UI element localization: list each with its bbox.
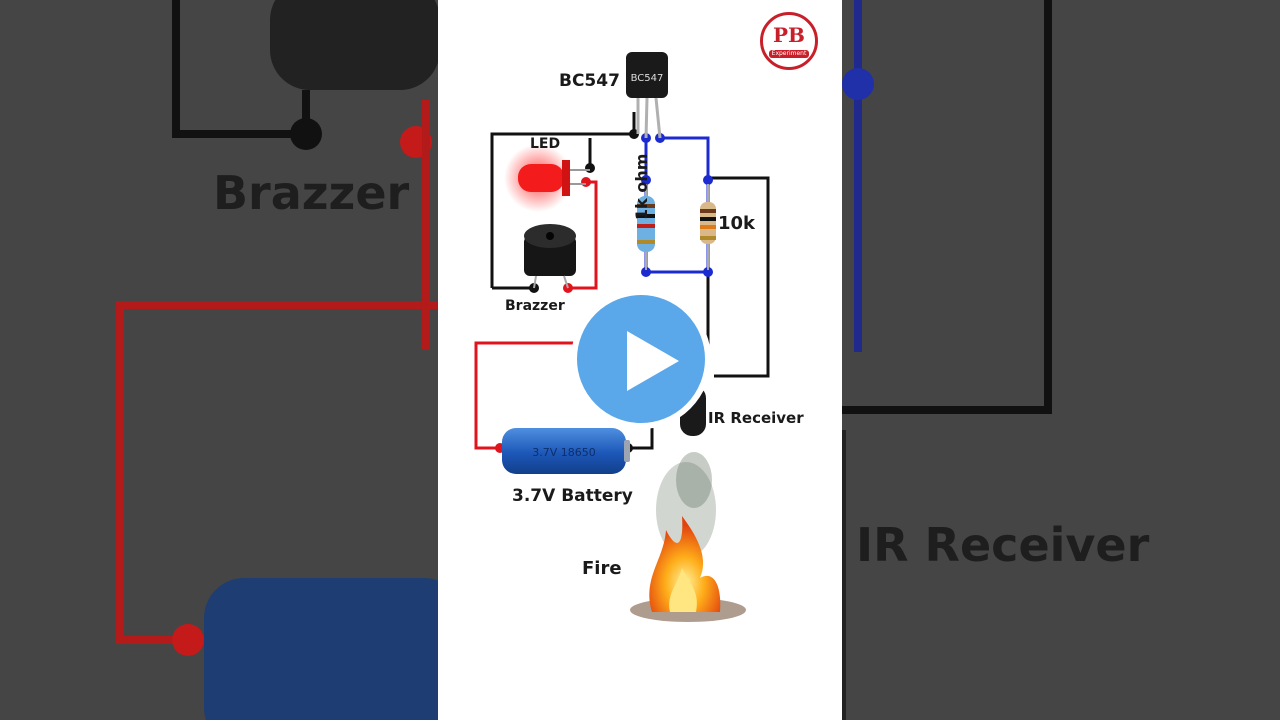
- battery-label: 3.7V Battery: [512, 486, 633, 506]
- battery-marking: 3.7V 18650: [532, 446, 596, 459]
- junction-dots: [495, 129, 713, 453]
- battery-icon: 3.7V 18650: [502, 428, 630, 474]
- red-wires: [474, 180, 598, 450]
- channel-logo[interactable]: PB Experiment: [760, 12, 818, 70]
- right-background-wires: [842, 0, 1052, 720]
- left-background: Brazzer: [0, 0, 438, 720]
- buzzer-zoom-shape: [270, 0, 438, 90]
- resistor-1k: [637, 184, 655, 270]
- transistor-marking: BC547: [631, 73, 664, 84]
- resistor-10k-label: 10k: [718, 213, 756, 234]
- battery-zoom-shape: [204, 578, 438, 720]
- logo-text: PB: [773, 23, 805, 47]
- play-icon: [627, 331, 679, 391]
- resistor-10k: [700, 184, 716, 270]
- blue-wires: [644, 136, 710, 274]
- resistor-1k-label: 1k ohm: [632, 153, 651, 220]
- left-background-wires: [116, 0, 438, 720]
- right-background: IR Receiver: [842, 0, 1280, 720]
- led-label: LED: [530, 136, 561, 152]
- circuit-diagram: BC547: [474, 52, 770, 622]
- buzzer-label: Brazzer: [505, 298, 565, 314]
- logo-subtext: Experiment: [769, 50, 809, 58]
- play-button[interactable]: [571, 289, 711, 429]
- fire-label: Fire: [582, 558, 622, 579]
- transistor-icon: BC547: [626, 52, 668, 139]
- ir-receiver-label: IR Receiver: [708, 409, 804, 427]
- buzzer-icon: [524, 224, 576, 289]
- transistor-label: BC547: [559, 71, 620, 91]
- left-bg-label: Brazzer: [213, 166, 410, 220]
- fire-icon: [630, 452, 746, 622]
- right-bg-label: IR Receiver: [856, 518, 1150, 572]
- led-icon: [504, 144, 590, 212]
